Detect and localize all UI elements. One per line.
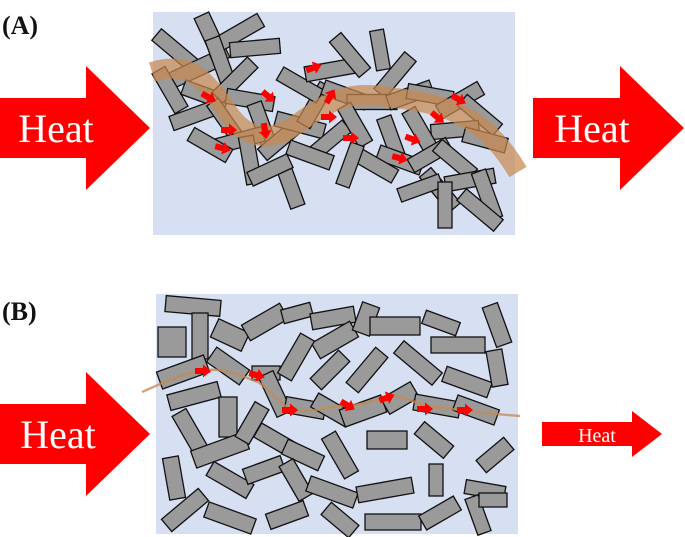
panel-a-heat-path bbox=[148, 58, 527, 178]
filler-flake bbox=[228, 37, 282, 59]
panel-b-heat-out-label: Heat bbox=[578, 425, 616, 447]
phonon-transfer-arrow-icon bbox=[248, 368, 265, 382]
filler-flake bbox=[481, 301, 513, 349]
filler-flake bbox=[191, 312, 209, 360]
filler-flake bbox=[304, 475, 360, 509]
panel-b-flakes bbox=[155, 294, 515, 537]
filler-flake bbox=[275, 66, 325, 104]
panel-b-heat-out-arrow: Heat bbox=[542, 411, 662, 457]
phonon-transfer-arrow-icon bbox=[378, 391, 395, 404]
panel-a-label: (A) bbox=[2, 11, 38, 40]
panel-b-transfer-arrows bbox=[195, 364, 473, 417]
filler-flake bbox=[160, 487, 210, 533]
phonon-transfer-arrow-icon bbox=[339, 398, 355, 412]
filler-flake bbox=[455, 187, 505, 233]
filler-flake bbox=[320, 501, 360, 537]
filler-flake bbox=[440, 365, 494, 399]
panel-a-heat-in-arrow: Heat bbox=[0, 66, 150, 190]
panel-a: (A) Heat Heat bbox=[0, 11, 684, 235]
small-red-heat-arrow-icon bbox=[542, 411, 662, 457]
filler-flake bbox=[437, 181, 453, 229]
phonon-transfer-arrow-icon bbox=[450, 92, 466, 106]
filler-flake bbox=[264, 499, 310, 531]
phonon-transfer-arrow-icon bbox=[221, 123, 237, 137]
filler-flake bbox=[451, 394, 501, 426]
phonon-transfer-arrow-icon bbox=[417, 402, 433, 416]
phonon-transfer-arrow-icon bbox=[323, 89, 337, 105]
filler-flake bbox=[320, 430, 360, 480]
big-red-heat-arrow-icon bbox=[0, 372, 150, 496]
phonon-transfer-arrow-icon bbox=[457, 403, 473, 417]
panel-a-transfer-arrows bbox=[200, 61, 466, 165]
big-red-heat-arrow-icon bbox=[0, 66, 150, 190]
panel-a-heat-out-arrow: Heat bbox=[533, 66, 684, 190]
filler-flake bbox=[396, 173, 444, 203]
phonon-transfer-arrow-icon bbox=[258, 122, 272, 139]
panel-a-heat-in-label: Heat bbox=[18, 106, 94, 151]
phonon-transfer-arrow-icon bbox=[391, 151, 408, 165]
filler-flake bbox=[392, 339, 444, 387]
filler-flake bbox=[366, 430, 408, 450]
filler-flake bbox=[202, 501, 258, 535]
filler-flake bbox=[279, 301, 315, 325]
phonon-transfer-arrow-icon bbox=[404, 133, 421, 146]
panel-b-heat-in-label: Heat bbox=[20, 412, 96, 457]
filler-flake bbox=[186, 126, 234, 164]
filler-flake bbox=[161, 455, 187, 501]
filler-flake bbox=[166, 380, 222, 412]
filler-flake bbox=[417, 495, 463, 531]
filler-flake bbox=[464, 493, 492, 537]
phonon-transfer-arrow-icon bbox=[195, 364, 211, 378]
filler-flake bbox=[241, 454, 287, 486]
phonon-transfer-arrow-icon bbox=[429, 110, 444, 123]
phonon-transfer-arrow-icon bbox=[321, 110, 337, 124]
filler-flake bbox=[284, 139, 336, 171]
filler-flake bbox=[157, 326, 187, 358]
filler-flake bbox=[257, 369, 293, 419]
panel-a-heat-out-label: Heat bbox=[554, 106, 630, 151]
filler-flake bbox=[475, 436, 515, 474]
filler-flake bbox=[309, 349, 351, 391]
phonon-transfer-arrow-icon bbox=[214, 141, 231, 155]
phonon-transfer-arrow-icon bbox=[282, 403, 298, 417]
filler-flake bbox=[355, 476, 415, 504]
filler-flake bbox=[276, 332, 316, 382]
filler-flake bbox=[428, 463, 444, 497]
panel-b: (B) Heat Heat bbox=[0, 294, 662, 537]
filler-flake bbox=[364, 513, 422, 531]
phonon-transfer-arrow-icon bbox=[260, 89, 275, 102]
phonon-transfer-arrow-icon bbox=[343, 131, 359, 145]
filler-flake bbox=[369, 316, 421, 336]
filler-flake bbox=[205, 460, 255, 500]
filler-flake bbox=[246, 153, 294, 187]
filler-flake bbox=[485, 348, 509, 388]
filler-flake bbox=[280, 438, 326, 472]
filler-flake bbox=[420, 309, 462, 337]
filler-flake bbox=[430, 336, 486, 354]
filler-flake bbox=[335, 141, 365, 189]
filler-flake bbox=[345, 346, 389, 394]
filler-flake bbox=[413, 420, 455, 460]
panel-a-flakes bbox=[150, 11, 509, 233]
panel-b-heat-in-arrow: Heat bbox=[0, 372, 150, 496]
filler-flake bbox=[209, 317, 251, 353]
phonon-transfer-arrow-icon bbox=[305, 61, 322, 74]
panel-b-label: (B) bbox=[2, 297, 37, 326]
filler-flake bbox=[368, 28, 392, 72]
phonon-transfer-arrow-icon bbox=[200, 90, 216, 104]
filler-flake bbox=[218, 396, 238, 438]
big-red-heat-arrow-icon bbox=[533, 66, 684, 190]
filler-flake bbox=[328, 31, 372, 79]
filler-flake bbox=[478, 492, 508, 508]
filler-flake bbox=[278, 457, 314, 503]
